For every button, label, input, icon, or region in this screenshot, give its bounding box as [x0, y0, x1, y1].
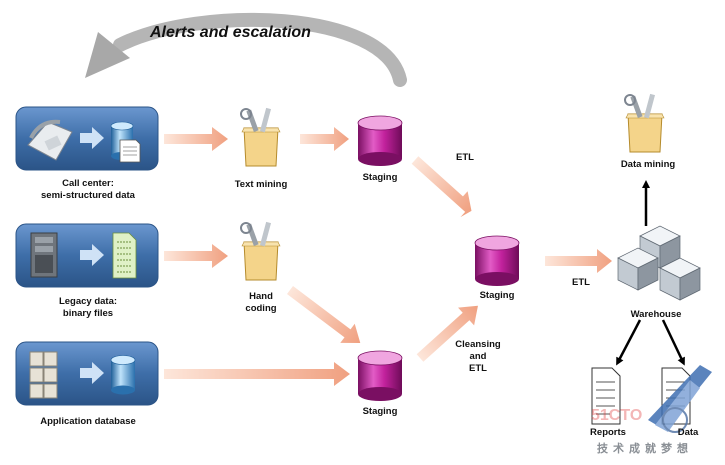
alerts-and-escalation-title: Alerts and escalation	[150, 24, 311, 41]
staging-cylinder-top	[357, 115, 403, 166]
watermark-text: 技术成就梦想	[597, 443, 693, 455]
cleansing-etl-label: Cleansing and ETL	[455, 339, 501, 374]
arrow-warehouse-to-reports	[616, 319, 642, 366]
document-icon	[119, 139, 141, 163]
staging-top-label: Staging	[362, 172, 398, 183]
staging-cylinder-bottom	[357, 350, 403, 401]
binary-file-icon	[112, 232, 137, 279]
application-database-label: Application database	[40, 416, 136, 427]
staging-center-label: Staging	[479, 290, 515, 301]
source-box-application	[15, 341, 159, 406]
arrow-icon	[80, 127, 104, 149]
staging-cylinder-center	[474, 235, 520, 286]
hand-coding-label: Hand coding	[245, 291, 277, 314]
text-mining-label: Text mining	[234, 179, 288, 190]
servers-icon	[29, 351, 58, 399]
watermark-logo: 51CTO	[591, 365, 712, 433]
database-icon	[110, 355, 136, 395]
report-icon	[591, 367, 621, 425]
source-box-call-center	[15, 106, 159, 171]
warehouse-label: Warehouse	[630, 309, 682, 320]
data-label: Data	[677, 427, 699, 438]
toolbox-icon	[240, 221, 281, 281]
telephone-icon	[27, 119, 73, 161]
call-center-label: Call center: semi-structured data	[41, 178, 135, 201]
arrow-icon	[80, 362, 104, 384]
reports-label: Reports	[590, 427, 626, 438]
staging-bottom-label: Staging	[362, 406, 398, 417]
alerts-curved-arrow	[85, 12, 407, 87]
etl-right-label: ETL	[572, 277, 590, 288]
source-box-legacy	[15, 223, 159, 288]
toolbox-icon	[240, 107, 281, 167]
legacy-data-label: Legacy data: binary files	[58, 296, 118, 319]
flow-arrows	[164, 127, 612, 386]
arrow-icon	[80, 244, 104, 266]
server-icon	[30, 232, 58, 278]
svg-text:51CTO: 51CTO	[591, 407, 642, 424]
data-mining-label: Data mining	[620, 159, 676, 170]
etl-top-label: ETL	[456, 152, 474, 163]
warehouse-icon	[617, 225, 701, 301]
arrow-warehouse-to-data	[661, 319, 685, 366]
toolbox-icon	[624, 93, 665, 153]
